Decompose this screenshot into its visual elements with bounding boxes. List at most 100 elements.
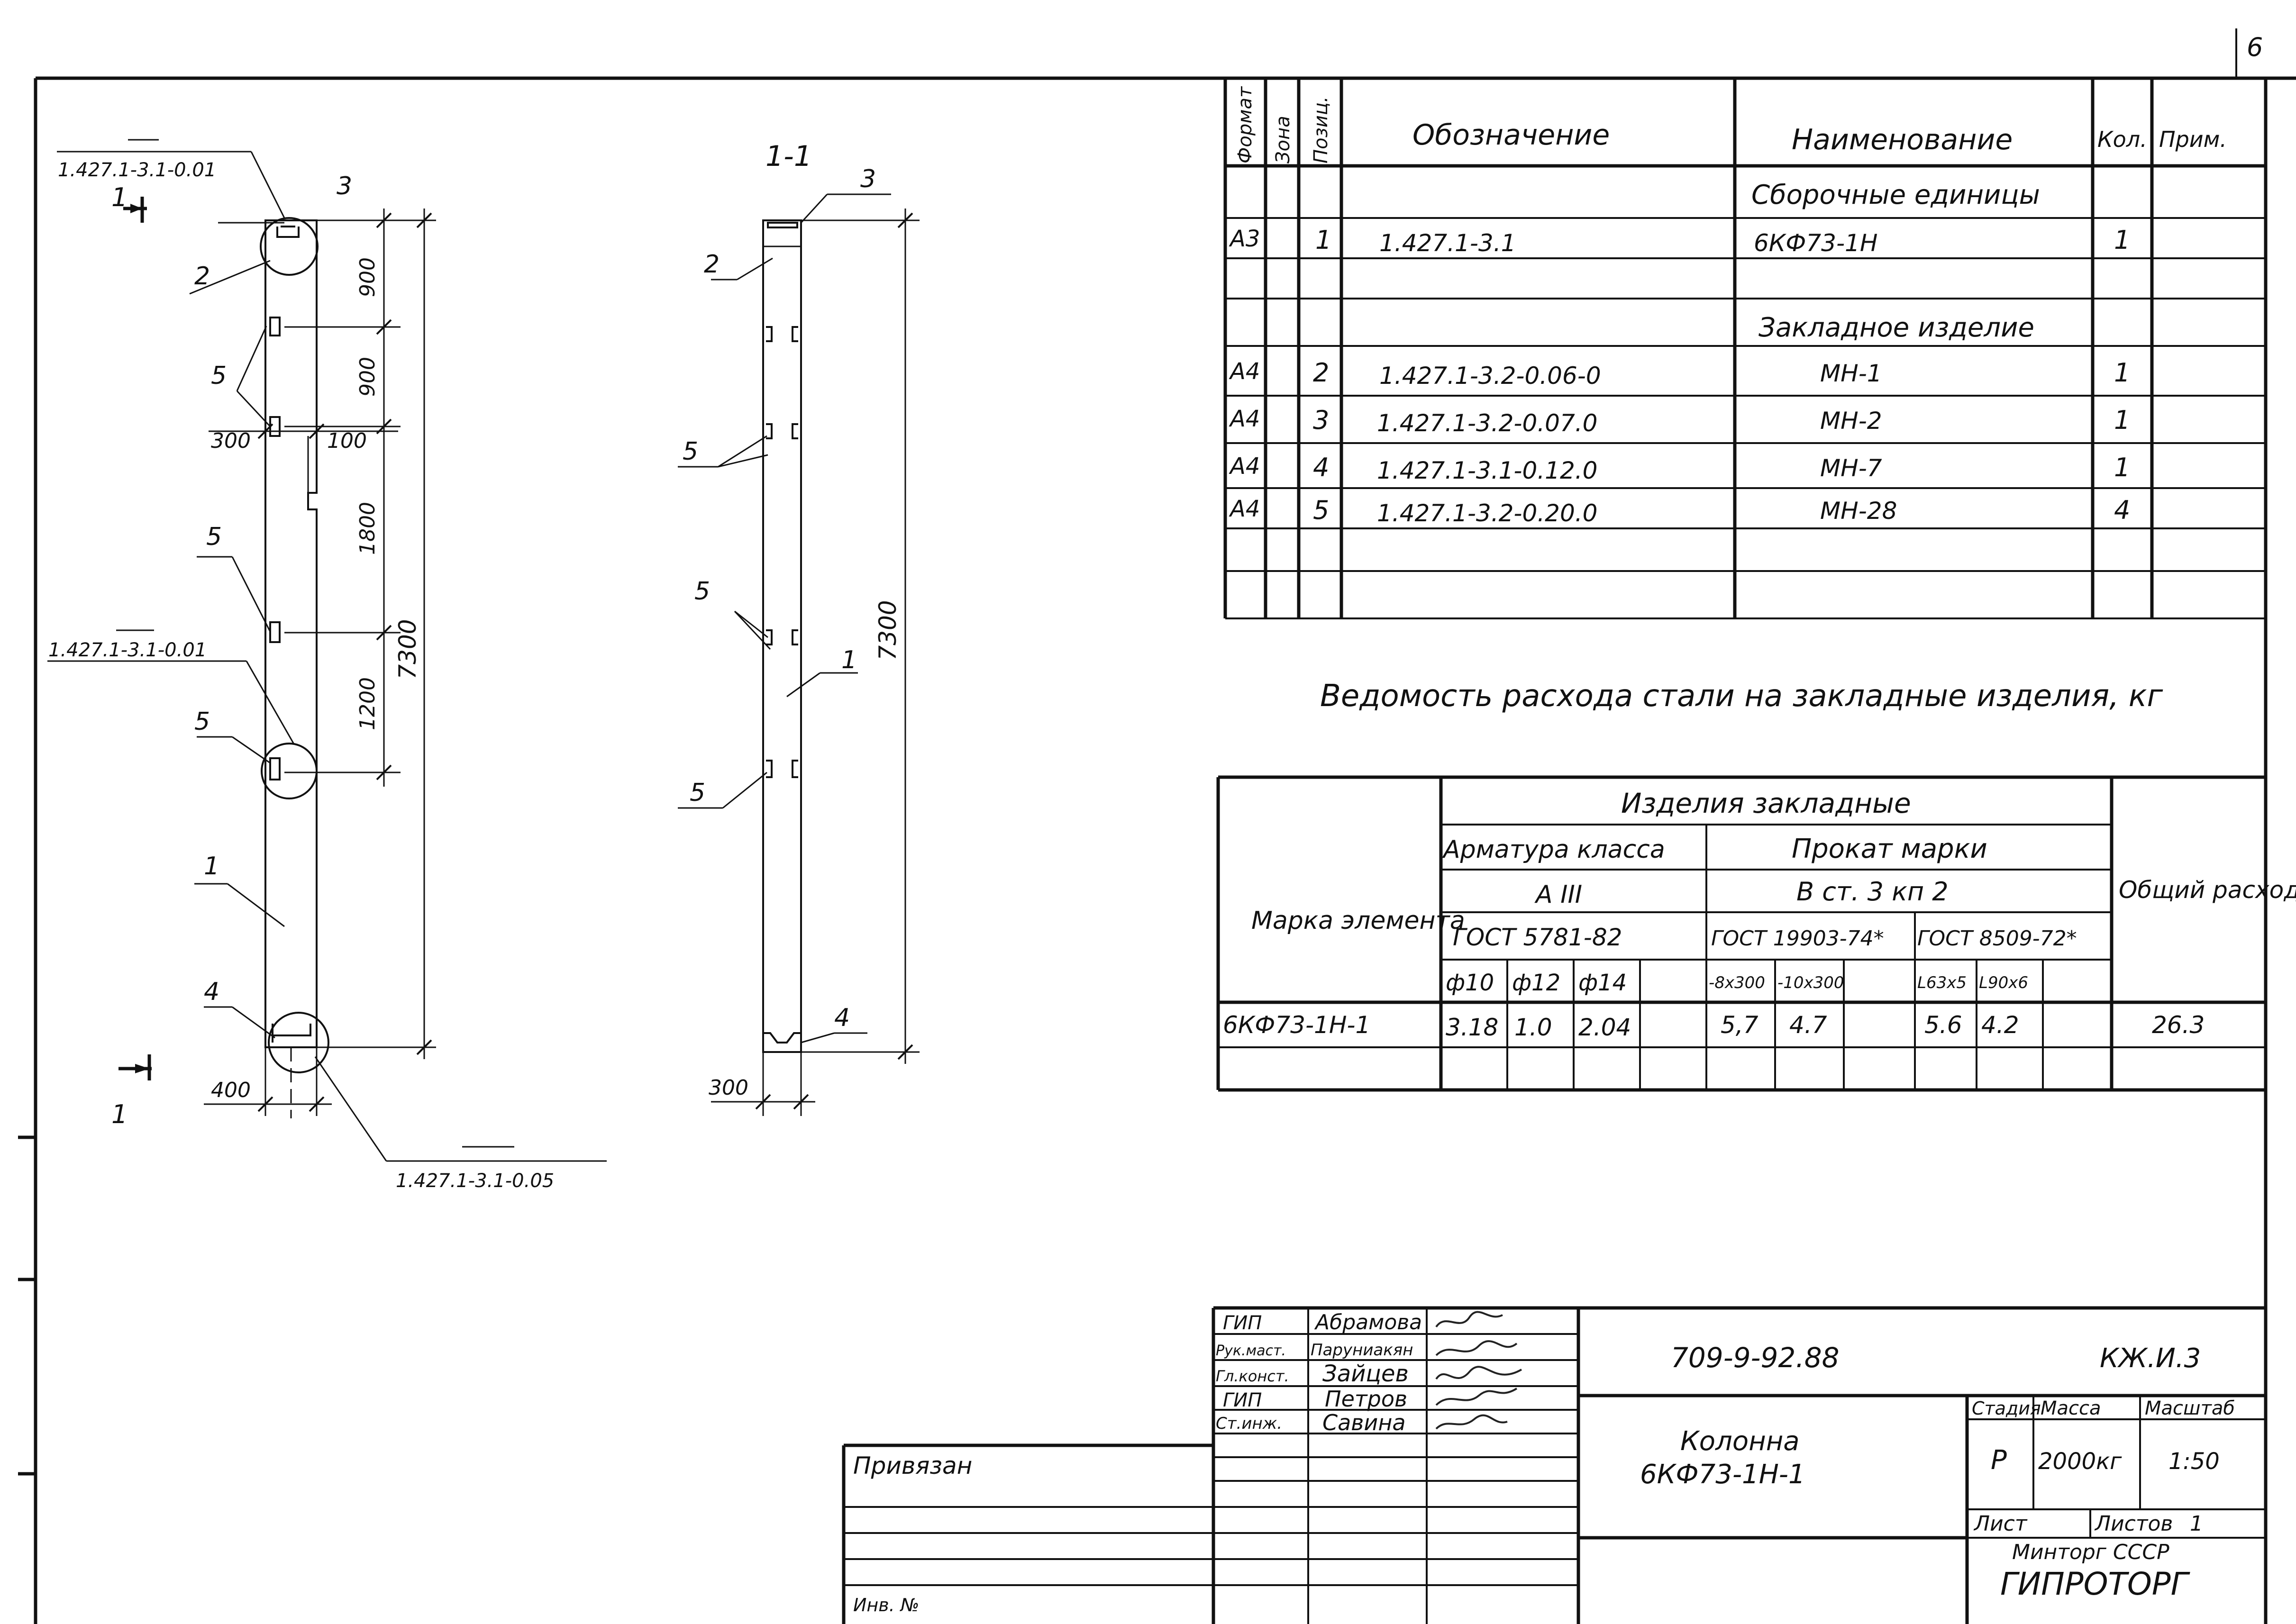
col-f10: ф10 (1446, 970, 1494, 996)
tb-name: Колонна 6КФ73-1Н-1 (1640, 1426, 1808, 1490)
col-f12: ф12 (1512, 970, 1560, 996)
hdr-name: Наименование (1792, 123, 2013, 156)
sheet-frame (18, 28, 2296, 1624)
steel-val-f14: 2.04 (1578, 1014, 1631, 1041)
tb-mark: КЖ.И.3 (2100, 1343, 2201, 1374)
dim-1800: 1800 (355, 502, 380, 555)
row2-qty: 1 (2114, 358, 2130, 388)
sec-pos-2: 2 (704, 250, 720, 279)
dim-900-top: 900 (355, 257, 380, 297)
tb-role-4: ГИП (1223, 1389, 1262, 1411)
hdr-format: Формат (1234, 86, 1256, 163)
column-elevation (260, 217, 329, 1118)
steel-rolled-header: Прокат марки (1792, 834, 1987, 864)
tb-bound: Привязан (853, 1452, 972, 1479)
tb-sheets: 1 (2190, 1512, 2203, 1536)
col-f14: ф14 (1578, 970, 1627, 996)
section-assembly: Сборочные единицы (1751, 180, 2040, 210)
sec-pos-5-a: 5 (683, 437, 698, 466)
pos-3-label: 3 (337, 172, 352, 200)
col-8x300: -8х300 (1709, 973, 1765, 992)
tb-role-2: Рук.маст. (1216, 1343, 1286, 1359)
title-block-grid (842, 1306, 2266, 1624)
tb-name-5: Савина (1322, 1410, 1406, 1435)
hdr-designation: Обозначение (1412, 118, 1610, 152)
tb-doc-code: 709-9-92.88 (1671, 1342, 1840, 1374)
tb-inv: Инв. № (853, 1595, 919, 1615)
leader-lines (47, 139, 607, 1162)
tb-mass-header: Масса (2041, 1397, 2101, 1419)
sec-dim-300: 300 (709, 1076, 748, 1100)
plate-pos5-1 (269, 317, 281, 336)
plate-pos5-4 (269, 757, 281, 780)
dim-300: 300 (211, 429, 251, 453)
dim-900-second: 900 (355, 357, 380, 397)
tb-sheet-header: Лист (1973, 1512, 2028, 1536)
pos-5-label-b: 5 (206, 523, 222, 551)
row1-format: А3 (1229, 226, 1260, 252)
sec-pos-5-b: 5 (694, 577, 710, 606)
steel-rolled-grade: В ст. 3 кп 2 (1796, 877, 1949, 907)
signatures (1435, 1311, 1522, 1430)
hdr-zone: Зона (1272, 116, 1294, 163)
section-mark-bottom (118, 1054, 152, 1080)
steel-total-header: Общий расход (2119, 876, 2296, 904)
steel-val-total: 26.3 (2152, 1011, 2205, 1039)
row1-designation: 1.427.1-3.1 (1379, 229, 1516, 257)
plate-pos5-2 (269, 416, 281, 437)
steel-gost-b: ГОСТ 8509-72* (1917, 926, 2077, 951)
tb-sheets-header: Листов (2094, 1512, 2173, 1536)
row4-qty: 1 (2114, 453, 2130, 482)
ref-top-label: 1.427.1-3.1-0.01 (58, 159, 216, 181)
steel-rebar-class: А III (1534, 880, 1582, 909)
pos-5-label-a: 5 (211, 362, 227, 390)
col-l90x6: L90х6 (1979, 973, 2028, 992)
steel-val-8x300: 5,7 (1721, 1011, 1758, 1039)
row3-format: А4 (1229, 406, 1260, 432)
steel-rebar-header: Арматура класса (1442, 835, 1665, 864)
pos-1-label: 1 (204, 852, 219, 880)
tb-name-2: Паруниакян (1311, 1341, 1413, 1360)
steel-val-l63x5: 5.6 (1924, 1011, 1962, 1039)
tb-role-1: ГИП (1223, 1312, 1262, 1334)
sec-pos-3: 3 (860, 165, 876, 193)
tb-mass: 2000кг (2038, 1448, 2122, 1475)
tb-scale-header: Масштаб (2145, 1397, 2235, 1419)
dim-7300: 7300 (394, 619, 421, 679)
sec-pos-5-c: 5 (690, 779, 705, 807)
row3-name: МН-2 (1820, 407, 1882, 435)
dim-1200: 1200 (355, 677, 380, 730)
tb-stage: Р (1991, 1445, 2007, 1476)
spec-table-grid (1223, 78, 2266, 619)
row5-qty: 4 (2114, 495, 2130, 525)
steel-table-grid (1216, 775, 2266, 1092)
detail-circle-bottom (268, 1012, 329, 1073)
tb-name-4: Петров (1325, 1386, 1407, 1412)
hdr-pos: Позиц. (1310, 96, 1332, 163)
row4-name: МН-7 (1820, 454, 1882, 482)
steel-rebar-gost: ГОСТ 5781-82 (1453, 924, 1622, 951)
steel-val-l90x6: 4.2 (1981, 1011, 2019, 1039)
row5-pos: 5 (1313, 495, 1329, 525)
ref-bottom-label: 1.427.1-3.1-0.05 (396, 1170, 554, 1192)
row1-name: 6КФ73-1Н (1754, 229, 1877, 257)
row1-qty: 1 (2114, 225, 2130, 255)
dim-400: 400 (211, 1078, 251, 1102)
row4-designation: 1.427.1-3.1-0.12.0 (1377, 457, 1597, 484)
row4-format: А4 (1229, 453, 1260, 480)
section-embedded: Закладное изделие (1758, 312, 2034, 343)
steel-row-mark: 6КФ73-1Н-1 (1223, 1011, 1370, 1039)
row1-pos: 1 (1315, 225, 1331, 255)
steel-gost-a: ГОСТ 19903-74* (1711, 926, 1884, 951)
pos-4-label: 4 (204, 978, 219, 1006)
row5-format: А4 (1229, 496, 1260, 522)
pos-2-label: 2 (194, 262, 210, 290)
section-mark-label-top: 1 (111, 182, 128, 212)
tb-role-3: Гл.конст. (1216, 1367, 1289, 1385)
sheet-number: 6 (2247, 32, 2263, 62)
ref-mid-label: 1.427.1-3.1-0.01 (48, 639, 207, 661)
pos-5-label-c: 5 (194, 708, 210, 736)
steel-title: Ведомость расхода стали на закладные изд… (1320, 679, 2163, 714)
steel-mark-header: Марка элемента (1251, 907, 1465, 935)
